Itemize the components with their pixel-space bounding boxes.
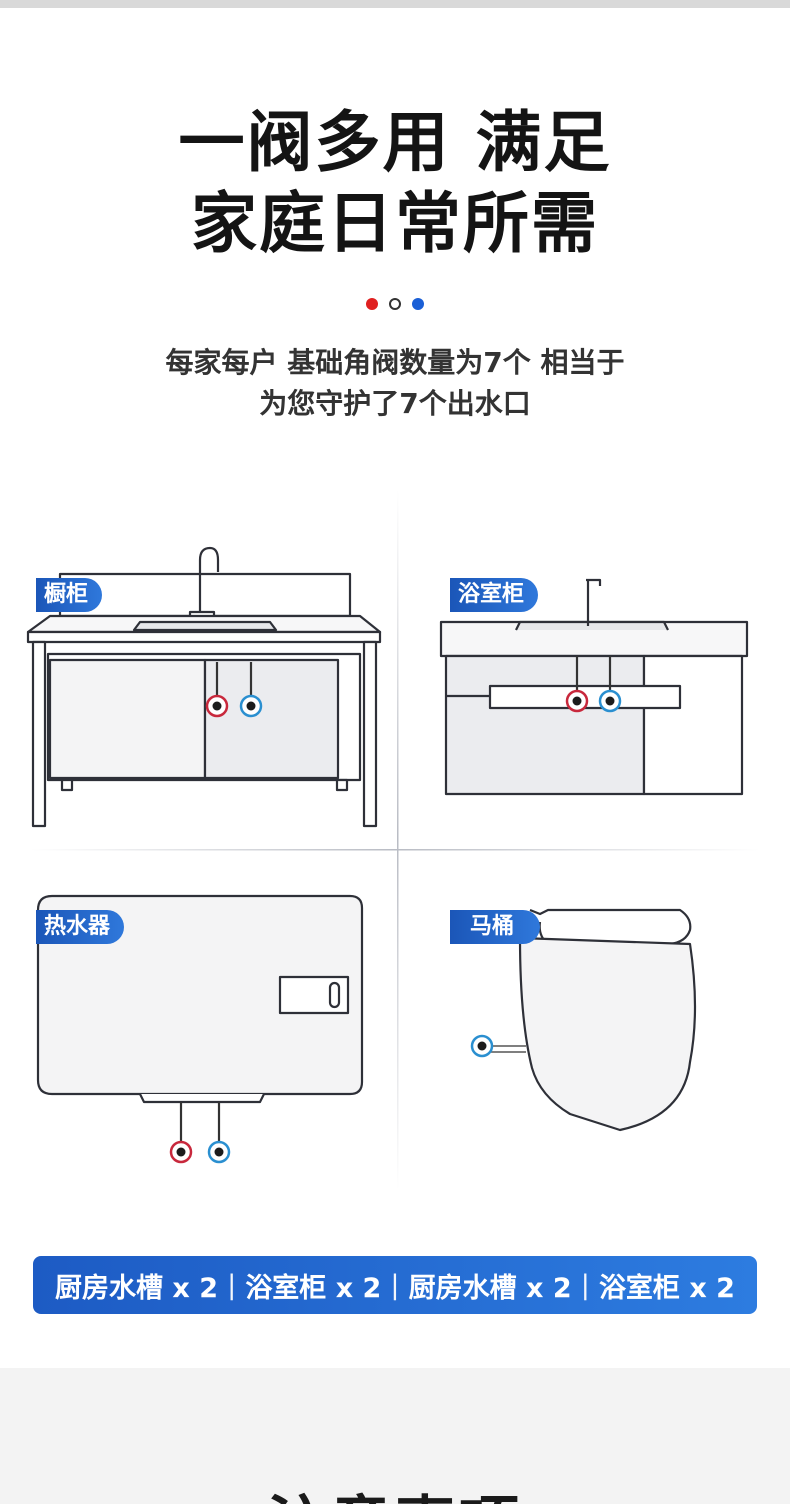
summary-separator: |: [390, 1269, 400, 1301]
next-section-title: 注意事项: [0, 1476, 790, 1504]
bath-cold-valve: [598, 689, 622, 713]
label-cabinet: 橱柜: [36, 578, 103, 612]
horizontal-divider: [30, 849, 760, 851]
kitchen-hot-valve: [205, 694, 229, 718]
toilet-drawing: [490, 908, 697, 1132]
summary-item-2: 浴室柜 x 2: [245, 1272, 382, 1304]
dot-indicator: [0, 298, 790, 310]
toilet-cold-valve: [470, 1034, 494, 1058]
bathroom-cabinet-drawing: [439, 578, 749, 796]
subtitle-line2: 为您守护了7个出水口: [259, 387, 531, 420]
next-section: 注意事项: [0, 1368, 790, 1504]
summary-bar: 厨房水槽 x 2 | 浴室柜 x 2 | 厨房水槽 x 2 | 浴室柜 x 2: [33, 1256, 757, 1314]
summary-item-4: 浴室柜 x 2: [598, 1272, 735, 1304]
valve-usage-illustration: 橱柜 浴室柜 热水器 马桶: [0, 490, 790, 1200]
label-toilet: 马桶: [450, 910, 541, 944]
page-title-line2: 家庭日常所需: [191, 185, 599, 262]
heater-cold-valve: [207, 1140, 231, 1164]
kitchen-cabinet-drawing: [26, 546, 382, 828]
dot-blue: [412, 298, 424, 310]
kitchen-cold-valve: [239, 694, 263, 718]
summary-item-1: 厨房水槽 x 2: [55, 1272, 219, 1304]
label-water-heater: 热水器: [36, 910, 125, 944]
label-bath-cabinet: 浴室柜: [450, 578, 539, 612]
summary-separator: |: [580, 1269, 590, 1301]
top-divider: [0, 0, 790, 8]
bath-hot-valve: [565, 689, 589, 713]
heater-hot-valve: [169, 1140, 193, 1164]
page-title-line1: 一阀多用 满足: [178, 104, 612, 181]
dot-red: [366, 298, 378, 310]
subtitle-line1: 每家每户 基础角阀数量为7个 相当于: [165, 346, 625, 379]
summary-separator: |: [227, 1269, 237, 1301]
vertical-divider: [397, 490, 399, 1190]
valve-markers: [169, 689, 622, 1164]
summary-item-3: 厨房水槽 x 2: [408, 1272, 572, 1304]
dot-white: [389, 298, 401, 310]
